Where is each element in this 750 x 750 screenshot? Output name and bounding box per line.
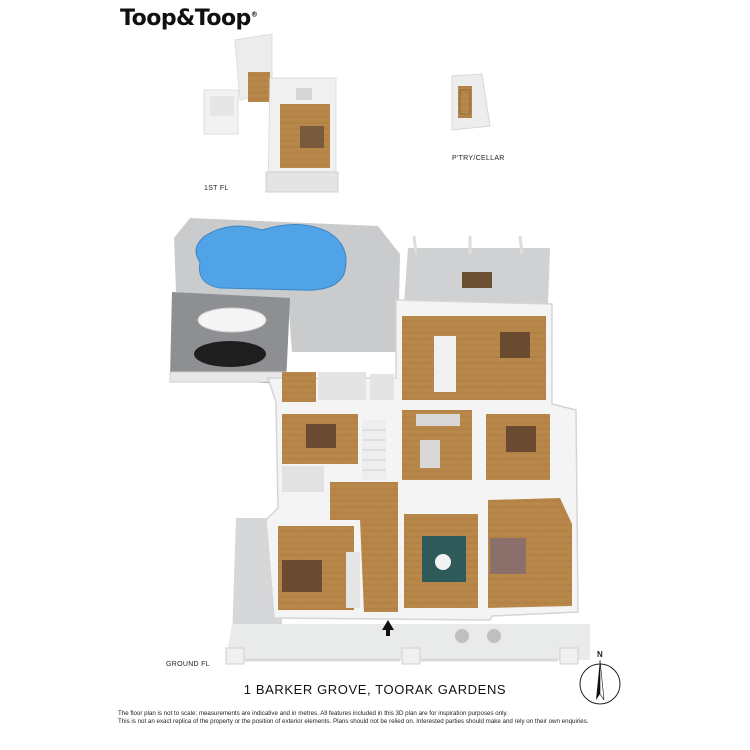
master-bed: [490, 538, 526, 574]
property-address: 1 BARKER GROVE, TOORAK GARDENS: [243, 682, 507, 697]
disclaimer-line-1: The floor plan is not to scale; measurem…: [118, 710, 508, 717]
master-bedroom: [488, 498, 572, 608]
toilet: [370, 374, 394, 400]
label-ground-floor: GROUND FL: [166, 661, 210, 668]
outdoor-dining-table: [462, 272, 492, 288]
disclaimer-line-2: This is not an exact replica of the prop…: [118, 718, 589, 725]
ground-floor-plan: [225, 299, 590, 665]
bathroom: [318, 372, 366, 400]
label-first-floor: 1ST FL: [204, 185, 229, 192]
bed-4: [282, 560, 322, 592]
first-floor-plan: [203, 33, 339, 193]
car-white: [197, 307, 267, 333]
bed-1st: [300, 126, 324, 148]
lounge-setting: [500, 332, 530, 358]
laundry: [282, 372, 316, 402]
outdoor-area: [174, 218, 550, 352]
compass-needle-light: [599, 659, 605, 701]
car-black: [194, 341, 266, 367]
kitchen-island: [434, 336, 456, 392]
compass-north-label: N: [597, 650, 604, 659]
label-pantry-cellar: P'TRY/CELLAR: [452, 155, 505, 162]
carport: [169, 292, 290, 384]
brand-logo: Toop&Toop®: [120, 6, 258, 31]
bed-3: [506, 426, 536, 452]
landing: [248, 72, 270, 102]
ensuite: [282, 466, 324, 492]
pantry-cellar-plan: [451, 73, 491, 131]
bathroom-1st: [210, 96, 234, 116]
hallway: [330, 482, 398, 612]
north-compass: [579, 659, 621, 705]
compass-needle-dark: [596, 660, 600, 700]
brand-logo-text: Toop&Toop: [120, 6, 251, 31]
bed-2: [306, 424, 336, 448]
entry-arrow: [382, 620, 394, 636]
robe: [346, 552, 360, 608]
swimming-pool: [195, 223, 347, 291]
